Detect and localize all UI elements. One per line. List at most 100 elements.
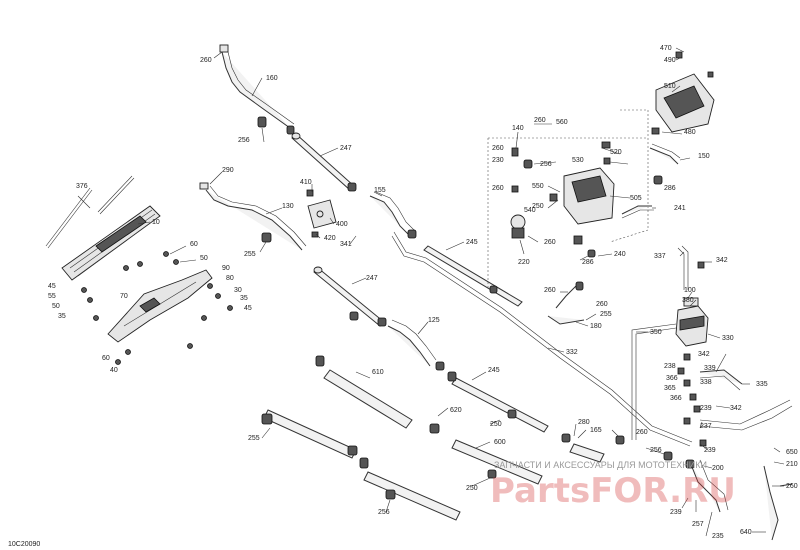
callout-label-376: 376	[76, 183, 88, 190]
callout-label-342: 342	[716, 257, 728, 264]
callout-label-330: 330	[722, 335, 734, 342]
callout-label-255: 255	[600, 311, 612, 318]
radiator-10	[61, 205, 161, 281]
clamp-255-a	[261, 232, 272, 243]
callout-label-245: 245	[488, 367, 500, 374]
callout-label-332: 332	[566, 349, 578, 356]
callout-label-50: 50	[200, 255, 208, 262]
callout-label-250: 250	[490, 421, 502, 428]
hose-130	[199, 182, 307, 251]
tube-245-lower	[447, 371, 549, 433]
callout-label-260: 260	[544, 239, 556, 246]
callout-label-520: 520	[610, 149, 622, 156]
callout-label-260: 260	[200, 57, 212, 64]
callout-label-260: 260	[596, 301, 608, 308]
callout-label-470: 470	[660, 45, 672, 52]
cable-332	[391, 231, 693, 447]
callout-label-260: 260	[492, 145, 504, 152]
callout-label-260: 260	[786, 483, 798, 490]
hose-165	[561, 433, 673, 463]
callout-label-140: 140	[512, 125, 524, 132]
rod-376-a	[45, 187, 93, 249]
callout-label-245: 245	[466, 239, 478, 246]
callout-label-260: 260	[492, 185, 504, 192]
callout-label-40: 40	[110, 367, 118, 374]
callout-label-155: 155	[374, 187, 386, 194]
valve-220	[510, 214, 526, 239]
callout-label-200: 200	[712, 465, 724, 472]
callout-label-70: 70	[120, 293, 128, 300]
bracket-400	[306, 189, 337, 238]
callout-label-220: 220	[518, 259, 530, 266]
callout-label-286: 286	[664, 185, 676, 192]
callout-label-280: 280	[578, 419, 590, 426]
callout-label-290: 290	[222, 167, 234, 174]
callout-label-490: 490	[664, 57, 676, 64]
fasteners-left	[81, 251, 233, 365]
callout-label-540: 540	[524, 207, 536, 214]
tube-610	[315, 355, 413, 429]
callout-label-180: 180	[590, 323, 602, 330]
callout-label-342: 342	[698, 351, 710, 358]
callout-label-620: 620	[450, 407, 462, 414]
callout-label-45: 45	[48, 283, 56, 290]
callout-label-610: 610	[372, 369, 384, 376]
callout-label-250: 250	[532, 203, 544, 210]
callout-label-400: 400	[336, 221, 348, 228]
hose-235-640	[685, 459, 729, 513]
hose-200-210	[699, 399, 793, 541]
callout-label-256: 256	[540, 161, 552, 168]
frame-70	[107, 269, 213, 343]
callout-label-247: 247	[366, 275, 378, 282]
callout-label-130: 130	[282, 203, 294, 210]
callout-label-230: 230	[492, 157, 504, 164]
callout-label-240: 240	[614, 251, 626, 258]
tube-245-mid	[423, 245, 523, 307]
callout-label-35: 35	[58, 313, 66, 320]
callout-label-510: 510	[664, 83, 676, 90]
callout-label-239: 239	[670, 509, 682, 516]
callout-label-210: 210	[786, 461, 798, 468]
hose-335	[699, 369, 743, 391]
callout-label-165: 165	[590, 427, 602, 434]
leader-lines	[77, 47, 785, 537]
dashed-outline	[487, 109, 649, 290]
callout-label-550: 550	[532, 183, 544, 190]
watermark: ЗАПЧАСТИ И АКСЕССУАРЫ ДЛЯ МОТОТЕХНИКИ Pa…	[490, 460, 736, 511]
callout-label-60: 60	[190, 241, 198, 248]
callout-label-255: 255	[248, 435, 260, 442]
callout-label-260: 260	[636, 429, 648, 436]
callout-label-530: 530	[572, 157, 584, 164]
callout-label-50: 50	[52, 303, 60, 310]
callout-label-239: 239	[700, 405, 712, 412]
callout-label-342: 342	[730, 405, 742, 412]
small-parts-upper-right	[511, 141, 663, 258]
tube-247-lower	[313, 266, 387, 327]
callout-label-250: 250	[466, 485, 478, 492]
hose-241	[621, 205, 654, 219]
callout-label-339: 339	[704, 365, 716, 372]
callout-label-45: 45	[244, 305, 252, 312]
callout-label-237: 237	[700, 423, 712, 430]
callout-label-241: 241	[674, 205, 686, 212]
callout-label-100: 100	[684, 287, 696, 294]
tank-330	[675, 297, 709, 347]
callout-label-505: 505	[630, 195, 642, 202]
callout-label-410: 410	[300, 179, 312, 186]
callout-label-235: 235	[712, 533, 724, 540]
clamp-256-a	[257, 116, 267, 128]
diagram-code: 10C20090	[8, 541, 40, 548]
hose-350	[631, 323, 677, 440]
callout-label-335: 335	[756, 381, 768, 388]
module-505	[563, 167, 615, 225]
callout-label-650: 650	[786, 449, 798, 456]
callout-label-337: 337	[654, 253, 666, 260]
callout-label-366: 366	[666, 375, 678, 382]
callout-label-10: 10	[152, 219, 160, 226]
callout-label-239: 239	[704, 447, 716, 454]
callout-label-350: 350	[650, 329, 662, 336]
hose-125	[387, 319, 445, 371]
hose-150	[649, 143, 681, 165]
rod-376-b	[97, 175, 135, 215]
hose-160	[219, 44, 295, 129]
